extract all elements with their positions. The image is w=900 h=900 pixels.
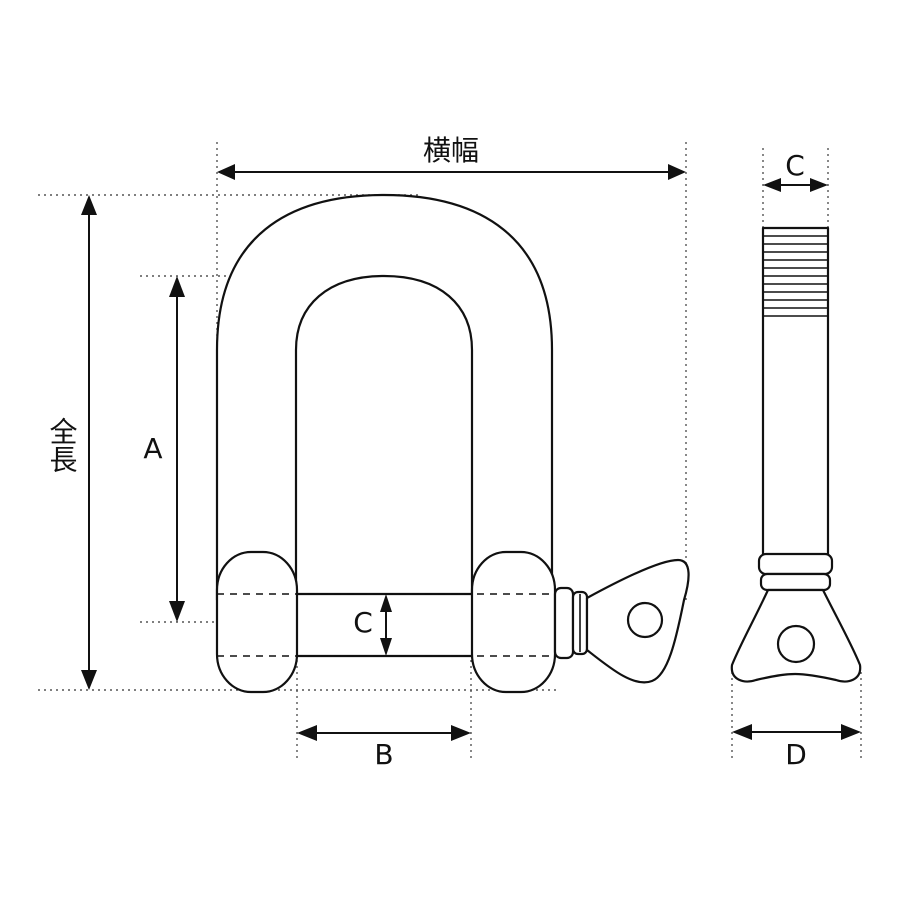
pin-collar [553,586,589,660]
pin-side-collar [757,552,834,576]
pin-thread [763,235,828,317]
c-side-label: C [785,149,805,182]
pin-wing-head [585,558,690,684]
width-label: 横幅 [423,134,479,167]
d-label: D [785,738,807,771]
dimension-b: B [297,725,471,771]
shackle-left-ear [215,550,299,694]
shackle-right-ear [470,550,557,694]
dimension-d: D [732,724,861,771]
dimension-width: 横幅 [217,134,686,180]
b-label: B [374,738,393,771]
pin-side-shaft [761,226,830,560]
pin-head-hole [626,601,664,639]
a-label: A [143,432,162,465]
total-length-label: 全長 [46,417,79,473]
pin-side-collar-ring [759,572,832,592]
pin-side-view [730,226,862,683]
c-front-label: C [353,606,373,639]
dimension-c-front: C [353,594,392,656]
dimension-total-length: 全長 [46,195,97,690]
dimension-c-side: C [763,149,828,192]
dimension-a: A [143,276,185,622]
shackle-body [215,193,554,602]
pin-side-hole [776,624,816,664]
